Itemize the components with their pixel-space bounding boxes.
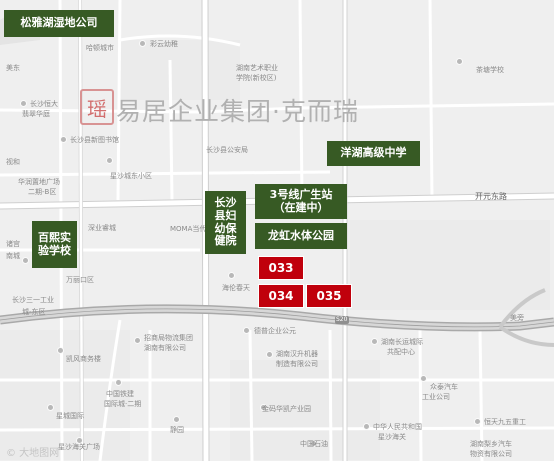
company-logo: 瑶 <box>80 89 114 125</box>
place-label: 中国铁建 <box>106 390 134 398</box>
poi-marker[interactable] <box>57 347 64 354</box>
poi-marker[interactable] <box>456 58 463 65</box>
place-label: 长沙县新图书馆 <box>70 136 119 144</box>
badge-songya-wetland[interactable]: 松雅湖湿地公司 <box>4 10 114 37</box>
place-label: 国际城·二期 <box>104 400 142 408</box>
poi-marker[interactable] <box>115 379 122 386</box>
poi-marker[interactable] <box>310 440 317 447</box>
place-label: 中国石油 <box>300 440 328 448</box>
place-label: 静园 <box>170 426 184 434</box>
place-label: 凯风商务楼 <box>66 355 101 363</box>
kaiyuan-road-label: 开元东路 <box>475 192 507 201</box>
s20-shield-bg <box>335 316 349 324</box>
place-label: 二期-B区 <box>28 188 57 196</box>
place-label: 湖南长运城际 <box>381 338 423 346</box>
place-label: 招商局物流集团 <box>144 334 193 342</box>
place-label: 众泰汽车 <box>430 383 458 391</box>
place-label: 中华人民共和国 <box>373 423 422 431</box>
place-label: 湖南汉升机器 <box>276 350 318 358</box>
place-label: 湖南梨乡汽车 <box>470 440 512 448</box>
poi-marker[interactable] <box>47 404 54 411</box>
place-label: 金码华凯产业园 <box>262 405 311 413</box>
poi-marker[interactable] <box>76 437 83 444</box>
s20-shield: S20 <box>336 316 348 323</box>
expressway <box>0 288 554 347</box>
place-label: 长沙三一工业 <box>12 296 54 304</box>
place-label: 茶塘学校 <box>476 66 504 74</box>
poi-marker[interactable] <box>139 40 146 47</box>
place-label: 长沙恒大 <box>30 100 58 108</box>
poi-marker[interactable] <box>266 351 273 358</box>
poi-marker[interactable] <box>60 136 67 143</box>
place-label: 翡翠华庭 <box>22 110 50 118</box>
place-label: 美东 <box>6 64 20 72</box>
place-label: 学院(新校区) <box>236 74 277 82</box>
lot-033[interactable]: 033 <box>258 256 304 280</box>
map-copyright: © 大地图网 <box>6 448 60 459</box>
place-label: 华润置地广场 <box>18 178 60 186</box>
badge-longhu-park[interactable]: 龙虹水体公园 <box>255 223 347 249</box>
place-label: 哈顿城市 <box>86 44 114 52</box>
place-label: 星城国际 <box>56 412 84 420</box>
poi-marker[interactable] <box>22 257 29 264</box>
place-label: 深业睿城 <box>88 224 116 232</box>
poi-marker[interactable] <box>363 423 370 430</box>
place-label: 彩云幼稚 <box>150 40 178 48</box>
place-label: 星沙海关 <box>378 433 406 441</box>
place-label: 星沙城东小区 <box>110 172 152 180</box>
lot-034[interactable]: 034 <box>258 284 304 308</box>
place-label: 城-东区 <box>22 308 46 316</box>
poi-marker[interactable] <box>260 404 267 411</box>
poi-marker[interactable] <box>20 100 27 107</box>
poi-marker[interactable] <box>106 157 113 164</box>
place-label: 万丽口区 <box>66 276 94 284</box>
place-label: MOMA当代 <box>170 225 207 233</box>
place-label: 湖南有限公司 <box>144 344 186 352</box>
badge-baixi-school[interactable]: 百熙实验学校 <box>32 221 77 268</box>
badge-maternity-hospital[interactable]: 长沙县妇幼保健院 <box>205 191 246 254</box>
place-label: 长沙县公安局 <box>206 146 248 154</box>
place-label: 星沙海关广场 <box>58 443 100 451</box>
place-label: 工业公司 <box>422 393 450 401</box>
place-label: 湖南艺术职业 <box>236 64 278 72</box>
place-label: 视和 <box>6 158 20 166</box>
badge-yanghu-school[interactable]: 洋湖高级中学 <box>327 141 420 166</box>
poi-marker[interactable] <box>173 416 180 423</box>
poi-marker[interactable] <box>243 327 250 334</box>
lot-035[interactable]: 035 <box>306 284 352 308</box>
poi-marker[interactable] <box>228 272 235 279</box>
place-label: 美旁 <box>510 314 524 322</box>
poi-marker[interactable] <box>134 337 141 344</box>
poi-marker[interactable] <box>474 418 481 425</box>
poi-marker[interactable] <box>420 375 427 382</box>
badge-line3-station[interactable]: 3号线广生站（在建中） <box>255 184 347 219</box>
place-label: 海伦春天 <box>222 284 250 292</box>
place-label: 诸宫 <box>6 240 20 248</box>
place-label: 物资有限公司 <box>470 450 512 458</box>
place-label: 德普企业公元 <box>254 327 296 335</box>
poi-marker[interactable] <box>371 338 378 345</box>
place-label: 共配中心 <box>387 348 415 356</box>
company-watermark: 易居企业集团·克而瑞 <box>116 97 359 126</box>
place-label: 恒天九五重工 <box>484 418 526 426</box>
place-label: 制造有限公司 <box>276 360 318 368</box>
place-label: 南城 <box>6 252 20 260</box>
